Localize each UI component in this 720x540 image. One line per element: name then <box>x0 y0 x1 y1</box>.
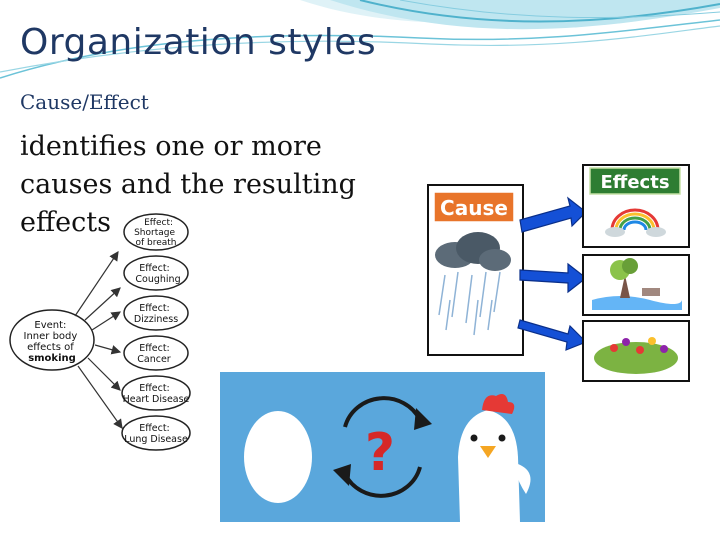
svg-text:Effect: Cancer: Effect: Cancer <box>137 343 173 365</box>
cycle-arrows-icon <box>343 396 422 498</box>
cause-effect-arrows <box>517 196 588 351</box>
storm-cloud-icon <box>435 232 511 336</box>
slide-subtitle: Cause/Effect <box>20 90 149 114</box>
effect-oval-6: Effect: Lung Disease <box>121 415 191 451</box>
svg-text:Effect: Heart Disease: Effect: Heart Disease <box>123 383 190 405</box>
effects-label-badge <box>589 167 681 195</box>
effect-oval-1: Effect: Shortage of breath <box>123 213 189 251</box>
effects-label: Effects <box>600 172 669 193</box>
event-oval <box>9 309 95 371</box>
svg-text:Effect: Shortage o: Effect: Shortage of breath <box>134 218 178 248</box>
effect-oval-5: Effect: Heart Disease <box>121 375 191 411</box>
chicken-icon <box>458 394 531 522</box>
svg-text:Effect: Dizziness: Effect: Dizziness <box>134 303 178 325</box>
slide-body-text: identifies one or more causes and the re… <box>20 131 356 238</box>
event-text: Event: Inner body effects of smoking <box>24 320 81 364</box>
cause-label: Cause <box>440 196 508 220</box>
effect-oval-3: Effect: Dizziness <box>123 295 189 331</box>
smoking-effects-diagram: Event: Inner body effects of smoking Eff… <box>9 213 191 451</box>
svg-text:Effect: Lung Disease: Effect: Lung Disease <box>124 423 188 445</box>
question-mark: ? <box>365 423 395 483</box>
cause-label-badge <box>433 191 515 223</box>
cause-effects-figure: Cause Effects <box>427 164 690 382</box>
egg-icon <box>244 411 312 503</box>
effect-oval-4: Effect: Cancer <box>123 335 189 371</box>
rainbow-icon <box>605 208 666 237</box>
effect-oval-2: Effect: Coughing <box>123 255 189 291</box>
flowers-icon <box>594 337 678 374</box>
svg-text:Effect: Coughing: Effect: Coughing <box>135 263 180 285</box>
chicken-egg-figure: ? <box>220 372 545 522</box>
header-wave-decoration <box>0 0 720 79</box>
slide-title: Organization styles <box>20 22 377 63</box>
flood-icon <box>592 258 682 310</box>
